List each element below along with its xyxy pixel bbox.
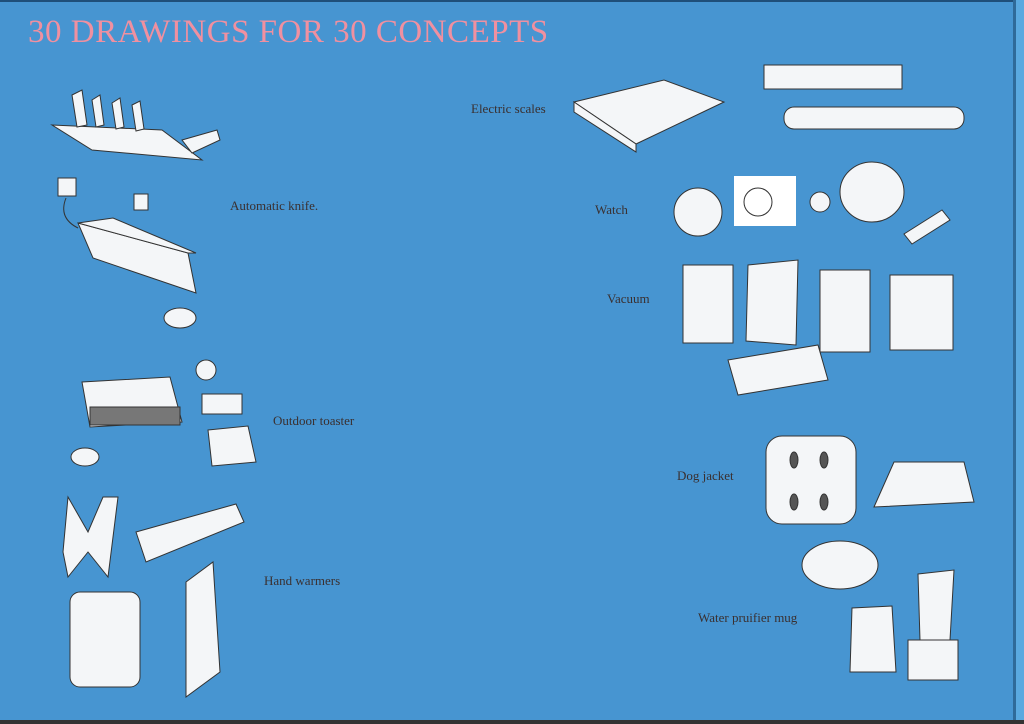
concept-label-electric-scales: Electric scales — [471, 101, 546, 116]
knife-sketch-block — [50, 89, 221, 161]
concept-label-hand-warmers: Hand warmers — [264, 573, 341, 588]
water-mug-sketch — [801, 540, 959, 681]
toaster-sketch — [70, 359, 257, 467]
dog-jacket-sketch — [765, 435, 975, 525]
concept-label-outdoor-toaster: Outdoor toaster — [273, 413, 355, 428]
concept-label-water-purifier-mug: Water pruifier mug — [698, 610, 798, 625]
top-border — [0, 0, 1024, 2]
concept-label-automatic-knife: Automatic knife. — [230, 198, 319, 213]
concept-label-dog-jacket: Dog jacket — [677, 468, 734, 483]
scales-sketch — [572, 64, 965, 153]
concept-label-watch: Watch — [595, 202, 628, 217]
bottom-border — [0, 720, 1024, 724]
watch-sketch — [673, 161, 951, 245]
page-edge-strip — [1016, 0, 1024, 724]
page-edge — [1013, 0, 1016, 724]
vacuum-sketch — [682, 259, 954, 396]
hand-warmers-sketch — [62, 495, 245, 698]
concept-label-vacuum: Vacuum — [607, 291, 650, 306]
knife-sketch-tray — [57, 177, 197, 329]
page-title: 30 DRAWINGS FOR 30 CONCEPTS — [28, 14, 549, 50]
